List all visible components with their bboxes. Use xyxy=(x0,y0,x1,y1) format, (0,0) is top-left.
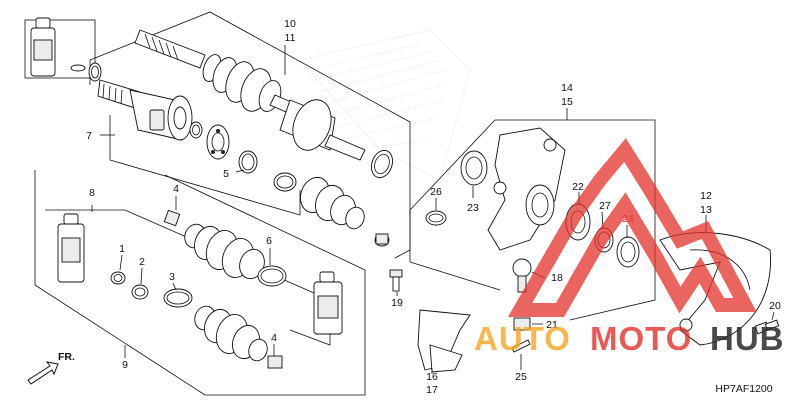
callout-2: 2 xyxy=(139,256,145,268)
front-arrow-label: FR. xyxy=(58,351,75,363)
grease-bottle-top xyxy=(24,17,96,79)
callout-4b: 4 xyxy=(271,332,277,344)
nut-21 xyxy=(513,317,531,331)
snap-ring xyxy=(189,121,203,139)
callout-8: 8 xyxy=(89,187,95,199)
watermark: AUTO MOTO HUB xyxy=(474,138,785,357)
lower-kit-boot xyxy=(194,305,283,369)
callout-9: 9 xyxy=(122,359,128,371)
kit-band-3 xyxy=(163,288,193,308)
diagram-code: HP7AF1200 xyxy=(715,383,772,395)
callout-1: 1 xyxy=(119,243,125,255)
callout-3: 3 xyxy=(169,271,175,283)
callout-7: 7 xyxy=(86,130,92,142)
seal-24 xyxy=(616,236,640,268)
watermark-auto: AUTO xyxy=(474,320,571,357)
knuckle-body xyxy=(487,127,566,251)
callout-14: 14 xyxy=(561,82,573,94)
ball-joint-18 xyxy=(512,258,532,293)
grease-bottle-kit xyxy=(57,213,85,283)
callout-19: 19 xyxy=(391,297,403,309)
callout-6: 6 xyxy=(266,235,272,247)
kit-clip-2 xyxy=(131,284,149,300)
watermark-hub: HUB xyxy=(710,320,785,357)
grease-bottle-right xyxy=(313,271,343,335)
circlip-small xyxy=(88,62,102,82)
callout-16: 16 xyxy=(426,371,438,383)
front-arrow: FR. xyxy=(27,351,75,385)
callout-21: 21 xyxy=(546,319,558,331)
dust-seal-23 xyxy=(460,150,488,186)
watermark-logo xyxy=(507,138,757,317)
callout-4a: 4 xyxy=(173,183,179,195)
callout-12: 12 xyxy=(700,190,712,202)
inner-joint-housing xyxy=(97,79,193,141)
drive-shaft-assembly xyxy=(134,29,393,179)
bolt-19 xyxy=(389,269,403,292)
inner-boot-upper xyxy=(273,172,390,247)
cotter-pin-25 xyxy=(511,339,531,353)
callout-26: 26 xyxy=(430,186,442,198)
leader-lines xyxy=(91,45,775,374)
callout-11: 11 xyxy=(285,32,296,44)
callout-27: 27 xyxy=(599,200,611,212)
callout-10: 10 xyxy=(284,18,296,30)
callout-13: 13 xyxy=(700,204,712,216)
callout-15: 15 xyxy=(561,96,573,108)
kit-snap-ring-1 xyxy=(110,271,126,285)
callout-17: 17 xyxy=(426,384,438,396)
callout-22: 22 xyxy=(572,181,584,193)
callout-25: 25 xyxy=(515,371,527,383)
watermark-moto: MOTO xyxy=(590,320,692,357)
clip-26 xyxy=(425,210,447,226)
callout-20: 20 xyxy=(769,300,781,312)
callout-labels: 10 11 7 5 4 8 6 1 2 3 4 9 14 15 12 13 26… xyxy=(86,18,781,396)
bolt-20 xyxy=(754,319,780,335)
bracket-16-17 xyxy=(417,309,471,373)
upper-kit-boot xyxy=(163,209,287,287)
callout-5: 5 xyxy=(223,168,229,180)
background-wing-logo xyxy=(299,29,471,181)
callout-23: 23 xyxy=(467,202,479,214)
circlip-5 xyxy=(238,150,258,174)
callout-18: 18 xyxy=(551,272,563,284)
spider-bearing xyxy=(206,124,230,160)
